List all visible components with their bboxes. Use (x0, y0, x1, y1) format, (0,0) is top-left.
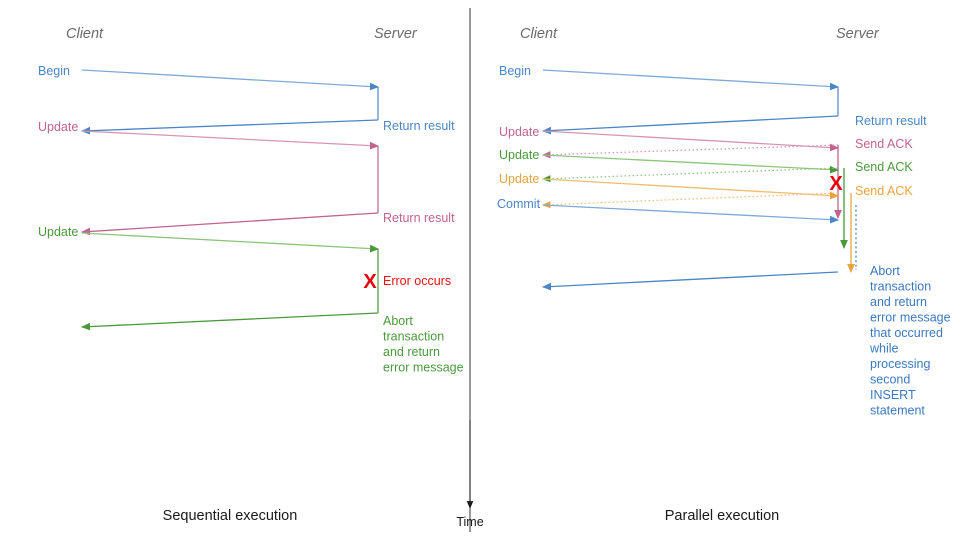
message-return-result-2[interactable]: Return result (80, 146, 455, 236)
message-update-1[interactable]: Update (38, 120, 380, 150)
note-line: error message (870, 311, 951, 325)
message-label: Send ACK (855, 160, 913, 174)
lane-header-client: Client (520, 26, 558, 42)
note-line: transaction (870, 280, 931, 294)
message-abort-return[interactable] (80, 249, 379, 331)
message-arrow[interactable] (542, 178, 840, 200)
error-marker: X (829, 173, 843, 195)
error-occurs-label: Error occurs (383, 274, 451, 288)
note-line: processing (870, 357, 930, 371)
time-axis-label: Time (456, 515, 483, 529)
message-label: Update (38, 225, 78, 239)
note-line: Abort (383, 314, 413, 328)
note-line: error message (383, 361, 464, 375)
lane-header-server: Server (836, 26, 880, 42)
message-arrow[interactable] (81, 69, 380, 91)
message-return-result[interactable]: Return result (541, 87, 927, 135)
lane-header-server: Server (374, 26, 418, 42)
message-arrow[interactable] (542, 69, 840, 91)
message-label: Begin (38, 64, 70, 78)
message-label: Return result (383, 211, 455, 225)
note-line: statement (870, 404, 925, 418)
message-update-2[interactable]: Update (499, 148, 840, 174)
panel-caption: Parallel execution (665, 508, 779, 524)
message-send-ack-2[interactable]: Send ACK (542, 160, 913, 250)
note-line: INSERT (870, 388, 916, 402)
message-arrow[interactable] (541, 115, 839, 135)
panel-caption: Sequential execution (163, 508, 298, 524)
message-label: Commit (497, 197, 541, 211)
message-label: Update (38, 120, 78, 134)
message-arrow[interactable] (80, 212, 379, 236)
message-arrow[interactable] (80, 119, 379, 135)
message-send-ack-1[interactable]: Send ACK (542, 137, 913, 220)
note-line: transaction (383, 330, 444, 344)
note-line: while (869, 342, 899, 356)
message-label: Update (499, 148, 539, 162)
message-arrow[interactable] (542, 130, 840, 152)
message-send-ack-3[interactable]: Send ACK (542, 184, 913, 274)
time-axis-layer: Time (456, 420, 484, 529)
message-commit[interactable]: Commit (497, 197, 857, 270)
message-label: Return result (855, 114, 927, 128)
message-label: Send ACK (855, 137, 913, 151)
message-begin[interactable]: Begin (499, 64, 840, 91)
message-label: Send ACK (855, 184, 913, 198)
message-arrow[interactable] (541, 271, 839, 291)
message-label: Return result (383, 119, 455, 133)
note-line: that occurred (870, 326, 943, 340)
error-x-icon: X (829, 173, 843, 195)
message-label: Begin (499, 64, 531, 78)
message-begin[interactable]: Begin (38, 64, 380, 91)
message-arrow[interactable] (542, 167, 839, 183)
message-arrow[interactable] (81, 130, 380, 150)
message-arrow[interactable] (542, 154, 840, 174)
note-line: Abort (870, 264, 900, 278)
message-arrow[interactable] (542, 144, 839, 159)
message-update-1[interactable]: Update (499, 125, 840, 152)
note-line: and return (870, 295, 927, 309)
message-label: Update (499, 125, 539, 139)
note-line: and return (383, 345, 440, 359)
message-label: Update (499, 172, 539, 186)
message-abort-return[interactable] (541, 271, 839, 291)
message-arrow[interactable] (542, 192, 839, 209)
message-arrow[interactable] (81, 232, 380, 253)
error-x-icon: X (363, 271, 377, 293)
message-update-3[interactable]: Update (499, 172, 840, 200)
message-arrow[interactable] (542, 204, 840, 224)
note-line: second (870, 373, 910, 387)
message-arrow[interactable] (80, 312, 379, 331)
error-marker: X Error occurs (363, 271, 451, 293)
message-update-2[interactable]: Update (38, 225, 380, 253)
lane-header-client: Client (66, 26, 104, 42)
message-return-result-1[interactable]: Return result (80, 87, 455, 135)
